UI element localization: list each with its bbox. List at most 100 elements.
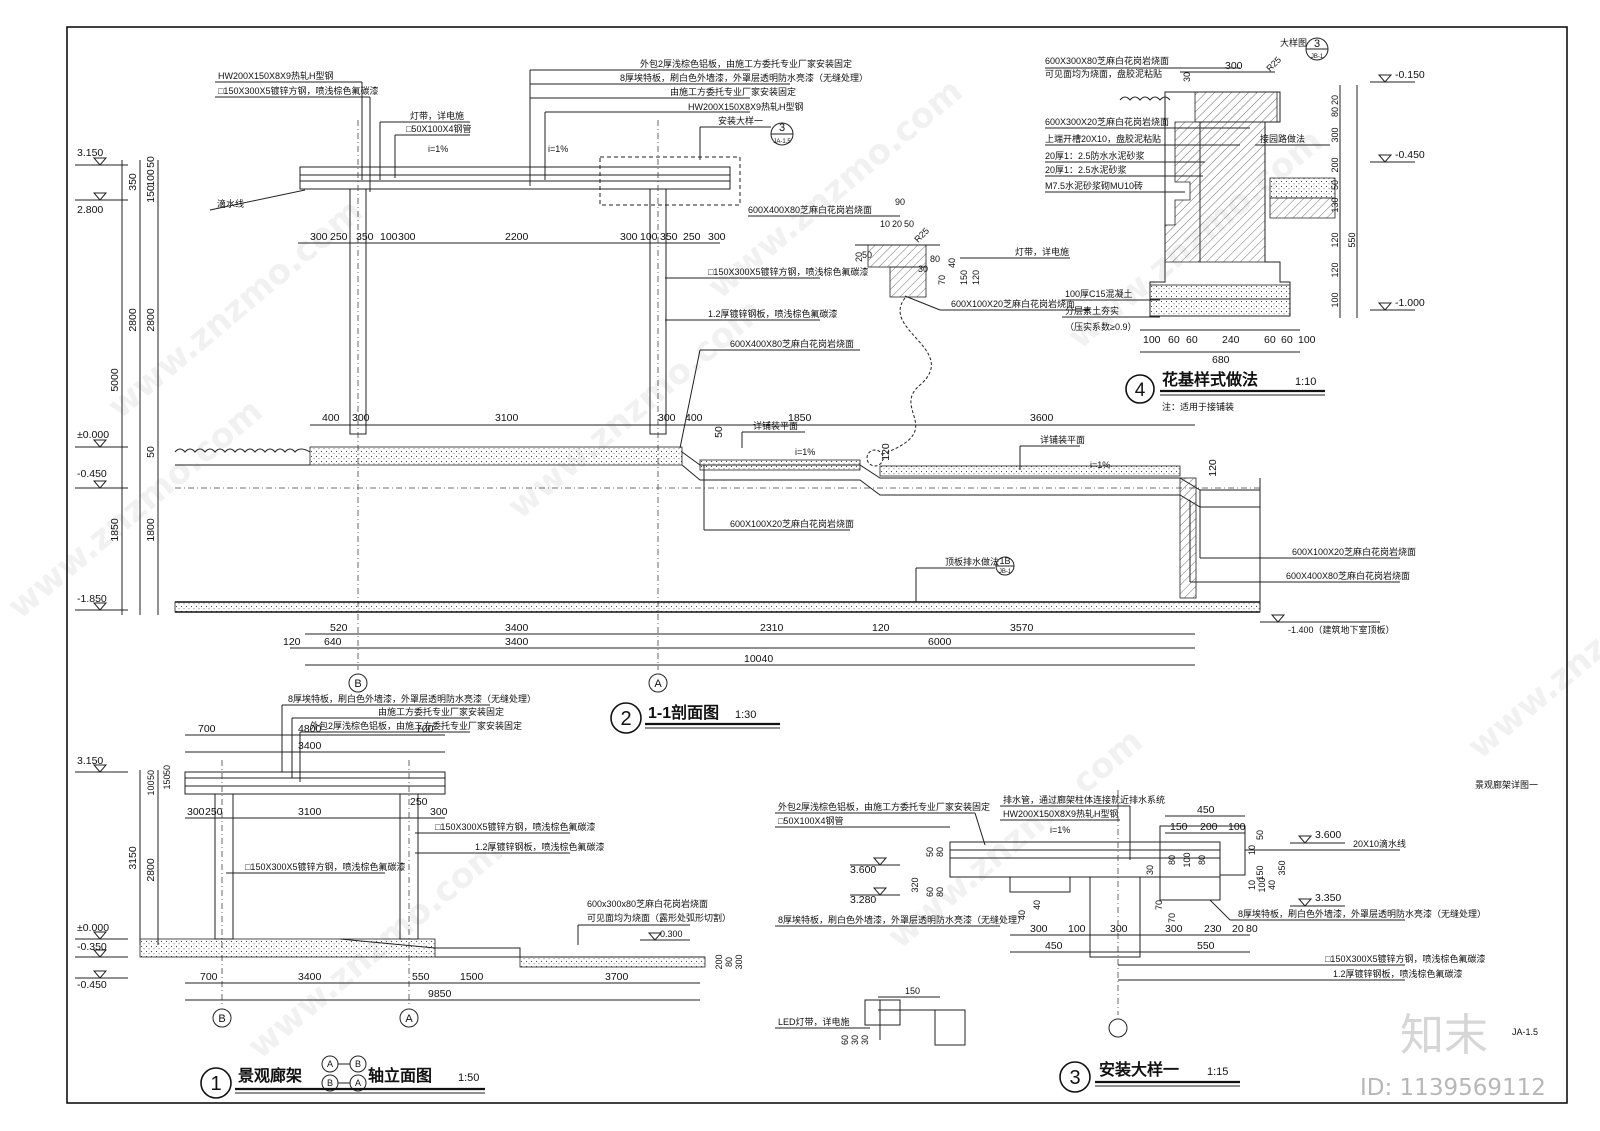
view3-scale: 1:15	[1207, 1066, 1228, 1078]
svg-text:2800: 2800	[145, 308, 157, 332]
svg-text:700: 700	[198, 723, 216, 735]
svg-text:50: 50	[862, 250, 872, 260]
svg-text:150: 150	[162, 774, 172, 789]
svg-text:300: 300	[430, 806, 448, 818]
svg-text:200: 200	[714, 954, 724, 969]
roof-beam	[299, 166, 731, 190]
svg-text:600X300X20芝麻白花岗岩烧面: 600X300X20芝麻白花岗岩烧面	[1045, 116, 1169, 127]
svg-text:600X400X80芝麻白花岗岩烧面: 600X400X80芝麻白花岗岩烧面	[1286, 570, 1410, 581]
axis-label-b: B	[354, 678, 361, 690]
svg-text:i=1%: i=1%	[795, 447, 815, 457]
svg-text:300: 300	[352, 412, 370, 424]
svg-text:20X10滴水线: 20X10滴水线	[1353, 838, 1406, 849]
svg-text:100: 100	[380, 231, 398, 243]
view2-inset-detail: 600X400X80芝麻白花岗岩烧面 R25 90 10 20 50 20 50…	[748, 197, 1090, 467]
watermark-text: www.znzmo.com	[1460, 531, 1600, 767]
svg-text:200: 200	[1200, 821, 1218, 833]
svg-text:3700: 3700	[605, 971, 629, 983]
svg-text:300: 300	[310, 231, 328, 243]
svg-text:-0.350: -0.350	[77, 941, 107, 953]
svg-text:550: 550	[1347, 232, 1357, 247]
svg-text:600X100X20芝麻白花岗岩烧面: 600X100X20芝麻白花岗岩烧面	[1292, 546, 1416, 557]
svg-text:8厚埃特板，刷白色外墙漆，外罩层透明防水亮漆（无缝处理）: 8厚埃特板，刷白色外墙漆，外罩层透明防水亮漆（无缝处理）	[620, 72, 868, 83]
svg-text:600x300x80芝麻白花岗岩烧面: 600x300x80芝麻白花岗岩烧面	[587, 898, 708, 909]
svg-text:□150X300X5镀锌方钢，喷浅棕色氟碳漆: □150X300X5镀锌方钢，喷浅棕色氟碳漆	[435, 821, 595, 832]
svg-text:8厚埃特板，刷白色外墙漆，外罩层透明防水亮漆（无缝处理）: 8厚埃特板，刷白色外墙漆，外罩层透明防水亮漆（无缝处理）	[778, 914, 1026, 925]
view1-elevation: B A 3.150 ±0.000 -0.350 -0.450 0.300 315…	[75, 693, 744, 1099]
svg-text:□150X300X5镀锌方钢，喷浅棕色氟碳漆: □150X300X5镀锌方钢，喷浅棕色氟碳漆	[708, 266, 868, 277]
svg-text:240: 240	[1222, 334, 1240, 346]
svg-text:R25: R25	[912, 226, 931, 245]
svg-text:600X400X80芝麻白花岗岩烧面: 600X400X80芝麻白花岗岩烧面	[730, 338, 854, 349]
svg-text:600X100X20芝麻白花岗岩烧面: 600X100X20芝麻白花岗岩烧面	[730, 518, 854, 529]
svg-text:10: 10	[1247, 880, 1257, 890]
svg-text:外包2厚浅棕色铝板，由施工方委托专业厂家安装固定: 外包2厚浅棕色铝板，由施工方委托专业厂家安装固定	[778, 801, 990, 812]
svg-text:3.350: 3.350	[1315, 892, 1341, 904]
svg-text:100: 100	[1257, 877, 1267, 892]
svg-text:150: 150	[959, 270, 969, 285]
svg-text:-0.150: -0.150	[1395, 69, 1425, 81]
svg-text:详铺装平面: 详铺装平面	[753, 420, 798, 431]
svg-text:A: A	[327, 1059, 333, 1069]
svg-text:350: 350	[660, 231, 678, 243]
svg-text:520: 520	[330, 622, 348, 634]
svg-text:上端开槽20X10，盘胶泥粘贴: 上端开槽20X10，盘胶泥粘贴	[1045, 133, 1161, 144]
svg-text:320: 320	[910, 877, 920, 892]
view1-title-a: 景观廊架	[238, 1066, 302, 1085]
svg-text:50: 50	[1255, 830, 1265, 840]
view3-install-detail: 3.600 3.280 3.600 3.350 450 150 200 100 …	[775, 790, 1486, 1093]
svg-text:120: 120	[880, 443, 892, 461]
svg-text:200: 200	[1330, 157, 1340, 172]
svg-text:（压实系数≥0.9）: （压实系数≥0.9）	[1065, 321, 1136, 332]
svg-text:0.300: 0.300	[660, 929, 683, 939]
svg-text:-0.450: -0.450	[1395, 149, 1425, 161]
svg-text:3150: 3150	[127, 846, 139, 870]
svg-text:40: 40	[947, 258, 957, 268]
detail-callout-box	[599, 156, 741, 206]
svg-text:100: 100	[1228, 821, 1246, 833]
svg-text:i=1%: i=1%	[1050, 825, 1070, 835]
svg-text:外包2厚浅棕色铝板，由施工方委托专业厂家安装固定: 外包2厚浅棕色铝板，由施工方委托专业厂家安装固定	[310, 720, 522, 731]
svg-text:□150X300X5镀锌方钢，喷浅棕色氟碳漆: □150X300X5镀锌方钢，喷浅棕色氟碳漆	[218, 85, 378, 96]
svg-text:20: 20	[1330, 95, 1340, 105]
svg-text:接园路做法: 接园路做法	[1260, 133, 1305, 144]
svg-text:600X100X20芝麻白花岗岩烧面: 600X100X20芝麻白花岗岩烧面	[951, 298, 1075, 309]
svg-text:640: 640	[324, 636, 342, 648]
svg-text:550: 550	[412, 971, 430, 983]
view4-title-num: 4	[1135, 380, 1146, 401]
svg-text:-1.000: -1.000	[1395, 297, 1425, 309]
svg-text:300: 300	[620, 231, 638, 243]
svg-text:大样图: 大样图	[1280, 37, 1307, 48]
svg-text:3570: 3570	[1010, 622, 1034, 634]
view3-title: 安装大样一	[1099, 1060, 1179, 1079]
level-label: ±0.000	[77, 429, 109, 441]
svg-text:80: 80	[930, 254, 940, 264]
dims-top: 300 250 350 100 300 2200 300 100 350 250…	[310, 231, 726, 243]
svg-text:i=1%: i=1%	[548, 144, 568, 154]
view4-note: 注：适用于接铺装	[1162, 401, 1234, 412]
svg-text:JB-1: JB-1	[1311, 54, 1324, 60]
soil-symbol	[174, 448, 311, 453]
svg-text:700: 700	[200, 971, 218, 983]
svg-text:i=1%: i=1%	[428, 144, 448, 154]
svg-text:□50X100X4钢管: □50X100X4钢管	[406, 123, 471, 134]
svg-text:50: 50	[145, 446, 157, 458]
svg-text:120: 120	[971, 270, 981, 285]
svg-text:70: 70	[1154, 900, 1164, 910]
svg-text:300: 300	[187, 806, 205, 818]
svg-text:3100: 3100	[495, 412, 519, 424]
svg-text:80: 80	[935, 847, 945, 857]
svg-text:2310: 2310	[760, 622, 784, 634]
svg-text:可见面均为烧面，盘胶泥粘贴: 可见面均为烧面，盘胶泥粘贴	[1045, 68, 1162, 79]
svg-text:250: 250	[205, 806, 223, 818]
svg-text:20: 20	[892, 219, 902, 229]
svg-text:B: B	[327, 1078, 333, 1088]
svg-text:70: 70	[1167, 913, 1177, 923]
svg-text:60: 60	[1281, 334, 1293, 346]
dims-ground: 400 300 3100 300 400 1850 3600	[322, 412, 1054, 424]
svg-text:350: 350	[1277, 860, 1287, 875]
svg-text:300: 300	[1110, 923, 1128, 935]
svg-text:400: 400	[685, 412, 703, 424]
svg-text:60: 60	[925, 887, 935, 897]
